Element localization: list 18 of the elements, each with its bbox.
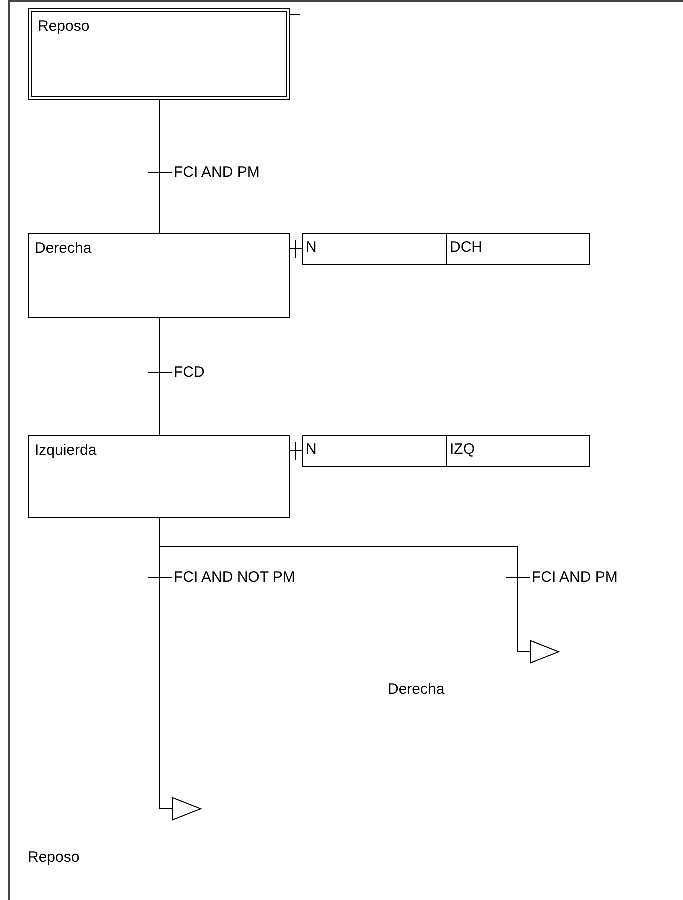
action-name: IZQ (446, 436, 589, 466)
initial-step-box (28, 8, 290, 100)
step-box (28, 233, 290, 318)
jump-target-label: Reposo (28, 849, 80, 866)
jump-target-label: Derecha (388, 681, 445, 698)
jump-arrow-symbol (172, 797, 202, 821)
step-name: Derecha (35, 240, 92, 257)
action-name: DCH (446, 234, 589, 264)
step-name: Izquierda (35, 442, 97, 459)
jump-arrow-symbol (530, 640, 560, 664)
action-qualifier: N (305, 440, 318, 460)
action-block (302, 435, 590, 467)
action-qualifier: N (305, 238, 318, 258)
step-name: Reposo (38, 18, 90, 35)
step-box (28, 435, 290, 518)
connector-line (290, 248, 302, 250)
action-block (302, 233, 590, 265)
connector-line (290, 450, 302, 452)
